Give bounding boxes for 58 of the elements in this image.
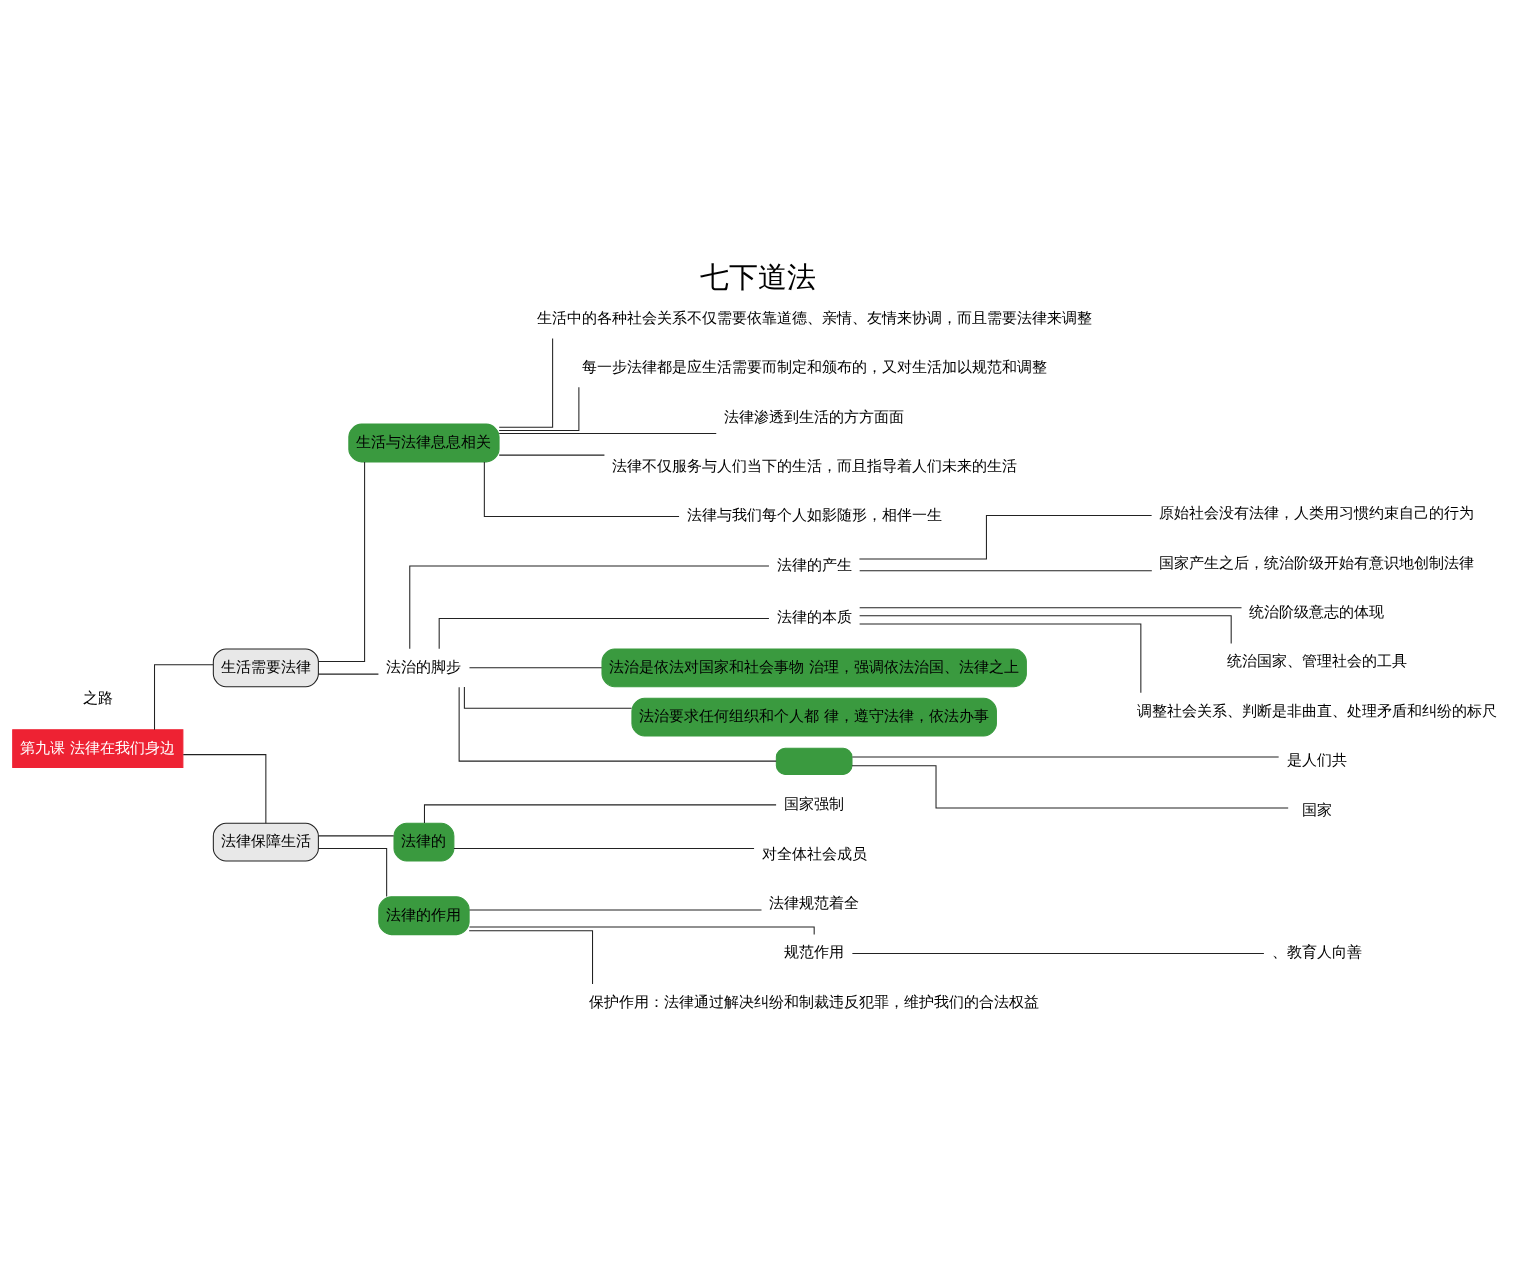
connector <box>483 460 680 517</box>
connector <box>858 514 1153 559</box>
connector <box>498 432 717 434</box>
node-text: 法治的脚步 <box>386 657 462 675</box>
node-text: 法律的本质 <box>776 607 852 625</box>
node-box <box>775 747 853 775</box>
node-text: 每一步法律都是应生活需要而制定和颁布的，又对生活加以规范和调整 <box>581 357 1047 375</box>
connector <box>409 564 770 649</box>
connector <box>859 622 1142 693</box>
connector <box>498 386 580 431</box>
node-text: 统治阶级意志的体现 <box>1249 602 1385 620</box>
connector <box>463 686 633 709</box>
node-text: 调整社会关系、判断是非曲直、处理矛盾和纠纷的标尺 <box>1136 701 1497 719</box>
node-text: 对全体社会成员 <box>761 844 867 862</box>
node-box: 第九课 法律在我们身边 <box>12 728 184 768</box>
node-text: 生活中的各种社会关系不仅需要依靠道德、亲情、友情来协调，而且需要法律来调整 <box>536 308 1092 326</box>
connector <box>851 952 1265 954</box>
node-text: 国家产生之后，统治阶级开始有意识地创制法律 <box>1159 553 1475 571</box>
connector <box>438 617 770 649</box>
node-text: 统治国家、管理社会的工具 <box>1226 651 1407 669</box>
node-box: 生活与法律息息相关 <box>348 423 500 462</box>
node-text: 国家强制 <box>784 794 845 812</box>
node-box: 法治要求任何组织和个人都 律，遵守法律，依法办事 <box>631 697 997 737</box>
connector <box>859 606 1243 608</box>
connector <box>423 803 777 824</box>
node-text: 法律规范着全 <box>769 893 860 911</box>
node-text: 保护作用：法律通过解决纠纷和制裁违反犯罪，维护我们的合法权益 <box>589 992 1040 1010</box>
diagram-title: 七下道法 <box>700 259 817 294</box>
connector <box>317 673 379 675</box>
node-text: 法律与我们每个人如影随形，相伴一生 <box>686 505 942 523</box>
connector <box>154 663 214 730</box>
connector <box>182 753 267 824</box>
node-box: 法治是依法对国家和社会事物 治理，强调依法治国、法律之上 <box>601 647 1027 687</box>
label: 之路 <box>82 688 113 706</box>
connector <box>851 764 1289 809</box>
node-box: 法律的 <box>393 822 455 862</box>
connector <box>468 929 594 984</box>
node-text: 法律的产生 <box>776 555 852 573</box>
connector <box>317 847 388 897</box>
node-text: 原始社会没有法律，人类用习惯约束自己的行为 <box>1159 503 1475 521</box>
node-text: 、教育人向善 <box>1271 942 1362 960</box>
connector <box>498 337 554 428</box>
connector <box>498 454 605 456</box>
connector <box>468 666 603 668</box>
node-box: 法律保障生活 <box>212 822 319 862</box>
connector <box>317 461 366 662</box>
connector <box>458 686 777 762</box>
node-text: 是人们共 <box>1286 750 1347 768</box>
node-text: 法律不仅服务与人们当下的生活，而且指导着人们未来的生活 <box>611 456 1017 474</box>
node-box: 生活需要法律 <box>212 647 319 687</box>
node-text: 国家 <box>1301 800 1332 818</box>
node-text: 规范作用 <box>784 942 845 960</box>
connector <box>317 834 395 836</box>
node-box: 法律的作用 <box>378 895 470 935</box>
node-text: 法律渗透到生活的方方面面 <box>724 407 905 425</box>
connector <box>453 847 755 849</box>
connector <box>859 614 1232 644</box>
connector <box>859 569 1153 571</box>
